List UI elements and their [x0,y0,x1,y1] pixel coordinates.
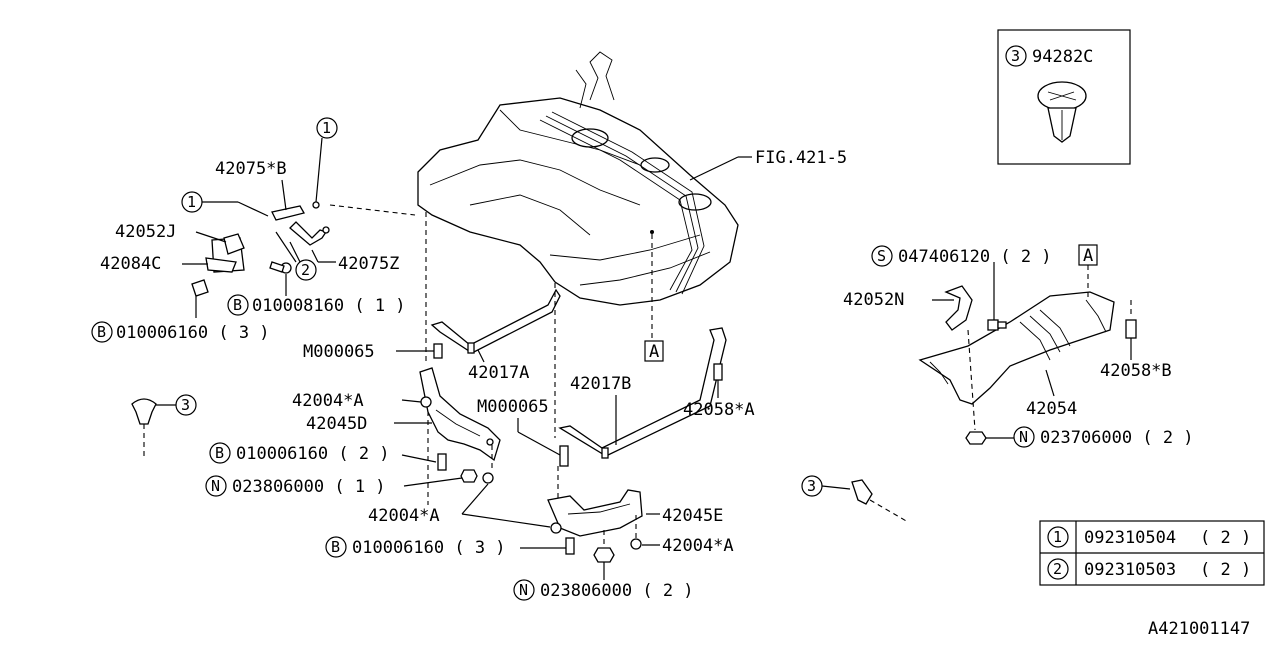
part-42045d-label: 42045D [306,414,367,434]
marker-2: 2 [301,261,310,279]
nut-023806000-1 [460,469,494,484]
marker-n-3: N [1019,428,1028,446]
hose-assembly [191,201,330,318]
bracket-42045d [419,367,501,462]
strap-42017a [430,288,561,354]
m000065-right-label: M000065 [477,397,549,417]
part-42058a-label: 42058*A [683,400,755,420]
nut-023706000-label: 023706000 ( 2 ) [1040,428,1194,448]
part-42075z-label: 42075Z [338,254,399,274]
nut-023706000 [965,431,987,445]
bolt-010008160-label: 010008160 ( 1 ) [252,296,406,316]
marker-3-mid: 3 [807,477,816,495]
legend-row-1-key: 1 [1053,528,1062,546]
clip-inset-box: 3 94282C [997,29,1131,165]
part-42075b-label: 42075*B [215,159,287,179]
clip-94282c-icon [1037,81,1087,143]
marker-b-1: B [233,296,242,314]
bolt-m000065-left [433,343,443,359]
legend-row-1-part: 092310504 [1084,528,1176,548]
bolt-010006160-2 [437,453,447,471]
bolt-010006160-2-label: 010006160 ( 2 ) [236,444,390,464]
part-42054-label: 42054 [1026,399,1077,419]
bolt-m000065-right [559,445,569,467]
nut-023806000-2 [593,547,615,563]
marker-3-left: 3 [181,396,190,414]
clip-left [131,398,157,425]
clip-part-label: 94282C [1032,47,1093,67]
bolt-42058b [1125,319,1137,339]
part-42017b-label: 42017B [570,374,631,394]
washer-42004a [550,522,642,550]
diagram-id: A421001147 [1148,619,1250,639]
marker-s: S [877,247,886,265]
bolt-010006160-3b-label: 010006160 ( 3 ) [352,538,506,558]
legend-row-2-qty: ( 2 ) [1200,560,1251,580]
part-42004a-1-label: 42004*A [292,391,364,411]
bolt-42058a [713,363,723,381]
bolt-010006160-3-label: 010006160 ( 3 ) [116,323,270,343]
clip-right [851,479,873,505]
marker-3-inset: 3 [1011,47,1020,65]
fuel-tank [417,51,739,306]
heat-shield-42054 [918,291,1115,405]
marker-n-2: N [519,581,528,599]
part-42004a-2-label: 42004*A [368,506,440,526]
part-42045e-label: 42045E [662,506,723,526]
nut-023806000-1-label: 023806000 ( 1 ) [232,477,386,497]
nut-023806000-2-label: 023806000 ( 2 ) [540,581,694,601]
bracket-42045e [547,489,643,537]
part-42052n-label: 42052N [843,290,904,310]
reference-a-shield: A [1083,246,1093,266]
legend-row-2-part: 092310503 [1084,560,1176,580]
bolt-047406120 [987,319,1007,331]
part-42058b-label: 42058*B [1100,361,1172,381]
m000065-left-label: M000065 [303,342,375,362]
fig-reference-label: FIG.421-5 [755,148,847,168]
bracket-42052n [944,285,973,331]
reference-a-tank: A [649,342,659,362]
bolt-047406120-label: 047406120 ( 2 ) [898,247,1052,267]
strap-42017b [558,327,727,459]
legend-table: 1 092310504 ( 2 ) 2 092310503 ( 2 ) [1039,520,1265,586]
part-42004a-3-label: 42004*A [662,536,734,556]
marker-b-4: B [331,538,340,556]
part-42052j-label: 42052J [115,222,176,242]
part-42017a-label: 42017A [468,363,529,383]
marker-1-top: 1 [322,119,331,137]
bolt-010006160-3b [565,537,575,555]
part-42084c-label: 42084C [100,254,161,274]
marker-b-3: B [215,444,224,462]
marker-1-left: 1 [187,193,196,211]
legend-row-2-key: 2 [1053,560,1062,578]
marker-n-1: N [211,477,220,495]
legend-row-1-qty: ( 2 ) [1200,528,1251,548]
marker-b-2: B [97,323,106,341]
